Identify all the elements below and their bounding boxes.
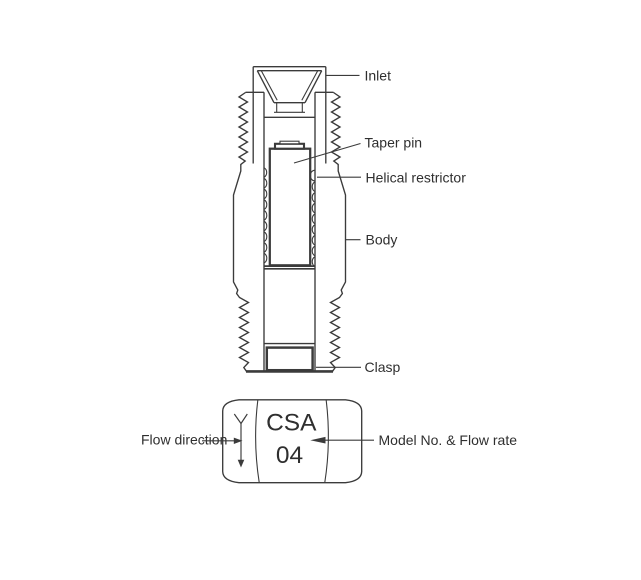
nut-left-face-edge bbox=[255, 400, 260, 483]
helical-restrictor-coil bbox=[263, 167, 316, 270]
flow-symbol-y-left-arm bbox=[233, 413, 242, 424]
label-clasp: Clasp bbox=[365, 359, 401, 375]
hex-nut-figure: CSA 04 Flow direction Model No. & Flow r… bbox=[141, 399, 517, 484]
funnel-outer-left bbox=[256, 70, 275, 104]
label-body: Body bbox=[366, 232, 398, 248]
callout-labels: Inlet Taper pin Helical restrictor Body … bbox=[293, 67, 467, 375]
inlet-funnel bbox=[256, 70, 323, 118]
taper-pin-head-step bbox=[273, 142, 306, 150]
taper-pin-leader-line bbox=[293, 142, 361, 164]
label-taper-pin: Taper pin bbox=[365, 135, 423, 151]
funnel-outer-right bbox=[304, 70, 323, 104]
funnel-inner-right bbox=[301, 70, 319, 101]
restrictor-section-figure: Inlet Taper pin Helical restrictor Body … bbox=[232, 66, 467, 375]
nut-right-face-edge bbox=[324, 400, 329, 483]
clasp-part bbox=[246, 342, 333, 373]
flow-direction-callout: Flow direction bbox=[141, 432, 243, 448]
label-model-flow-rate: Model No. & Flow rate bbox=[379, 432, 518, 448]
top-cap bbox=[245, 66, 334, 164]
nut-marking-flow-rate: 04 bbox=[276, 442, 303, 469]
body-outer-profile bbox=[232, 91, 347, 372]
flow-symbol-y-right-arm bbox=[240, 413, 248, 424]
flow-direction-symbol bbox=[233, 413, 248, 468]
flow-symbol-down-arrowhead bbox=[237, 459, 245, 468]
taper-pin-head-top bbox=[279, 140, 300, 145]
model-number-callout: Model No. & Flow rate bbox=[310, 432, 517, 448]
clasp-body bbox=[265, 346, 314, 372]
label-flow-direction: Flow direction bbox=[141, 432, 227, 448]
coil-turns-right bbox=[309, 169, 316, 267]
taper-pin-part bbox=[268, 140, 312, 267]
taper-pin-body bbox=[268, 147, 312, 267]
label-inlet: Inlet bbox=[365, 67, 392, 83]
flow-direction-arrowhead bbox=[233, 437, 243, 444]
outer-profile-left-threads bbox=[232, 91, 250, 372]
coil-turns-left bbox=[263, 167, 268, 264]
bore-walls bbox=[263, 92, 316, 372]
outer-profile-right-threads bbox=[329, 91, 347, 372]
label-helical-restrictor: Helical restrictor bbox=[366, 169, 467, 185]
funnel-inner-left bbox=[260, 70, 278, 101]
nut-outline bbox=[222, 399, 363, 484]
model-number-arrowhead bbox=[310, 436, 326, 444]
nut-marking-model: CSA bbox=[266, 410, 317, 437]
